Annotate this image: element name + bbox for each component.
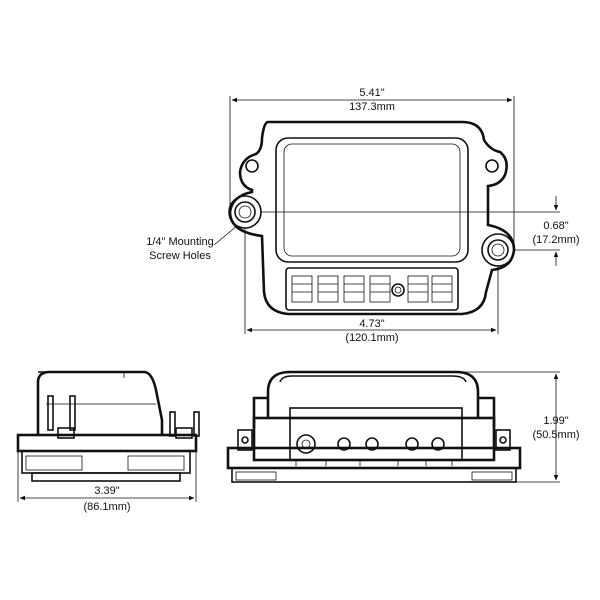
dim-overall-width-mm: 137.3mm	[349, 101, 395, 113]
top-right-ear-hole	[485, 159, 499, 173]
callout-line2: Screw Holes	[149, 250, 211, 262]
dim-depth-mm: (86.1mm)	[83, 501, 130, 513]
callout-leader	[213, 225, 238, 246]
dim-hole-offset-in: 0.68"	[543, 220, 568, 232]
dim-hole-spacing-in: 4.73"	[359, 318, 384, 330]
top-left-ear-hole	[245, 159, 259, 173]
side-view-terminals	[47, 395, 200, 439]
dim-height-in: 1.99"	[543, 415, 568, 427]
top-view: 5.41" 137.3mm 4.73" (120.1mm) 0.68" (17.…	[146, 87, 579, 344]
dim-overall-width-in: 5.41"	[359, 87, 384, 99]
front-view-ears	[237, 429, 511, 451]
top-view-flange	[228, 120, 516, 316]
front-view-terminal-posts	[295, 434, 453, 466]
front-view: 1.99" (50.5mm)	[226, 370, 580, 483]
mounting-hole-right	[481, 233, 515, 267]
dim-hole-offset-mm: (17.2mm)	[532, 234, 579, 246]
side-view-housing	[36, 370, 164, 435]
dim-depth-in: 3.39"	[94, 485, 119, 497]
mounting-hole-left	[228, 195, 262, 229]
top-view-terminal-block	[285, 267, 459, 311]
front-view-housing	[266, 370, 480, 418]
dim-height-mm: (50.5mm)	[532, 429, 579, 441]
callout-line1: 1/4" Mounting	[146, 236, 214, 248]
dim-hole-spacing-mm: (120.1mm)	[345, 332, 398, 344]
top-view-inner-body	[275, 137, 469, 263]
side-view: 3.39" (86.1mm)	[16, 370, 200, 513]
